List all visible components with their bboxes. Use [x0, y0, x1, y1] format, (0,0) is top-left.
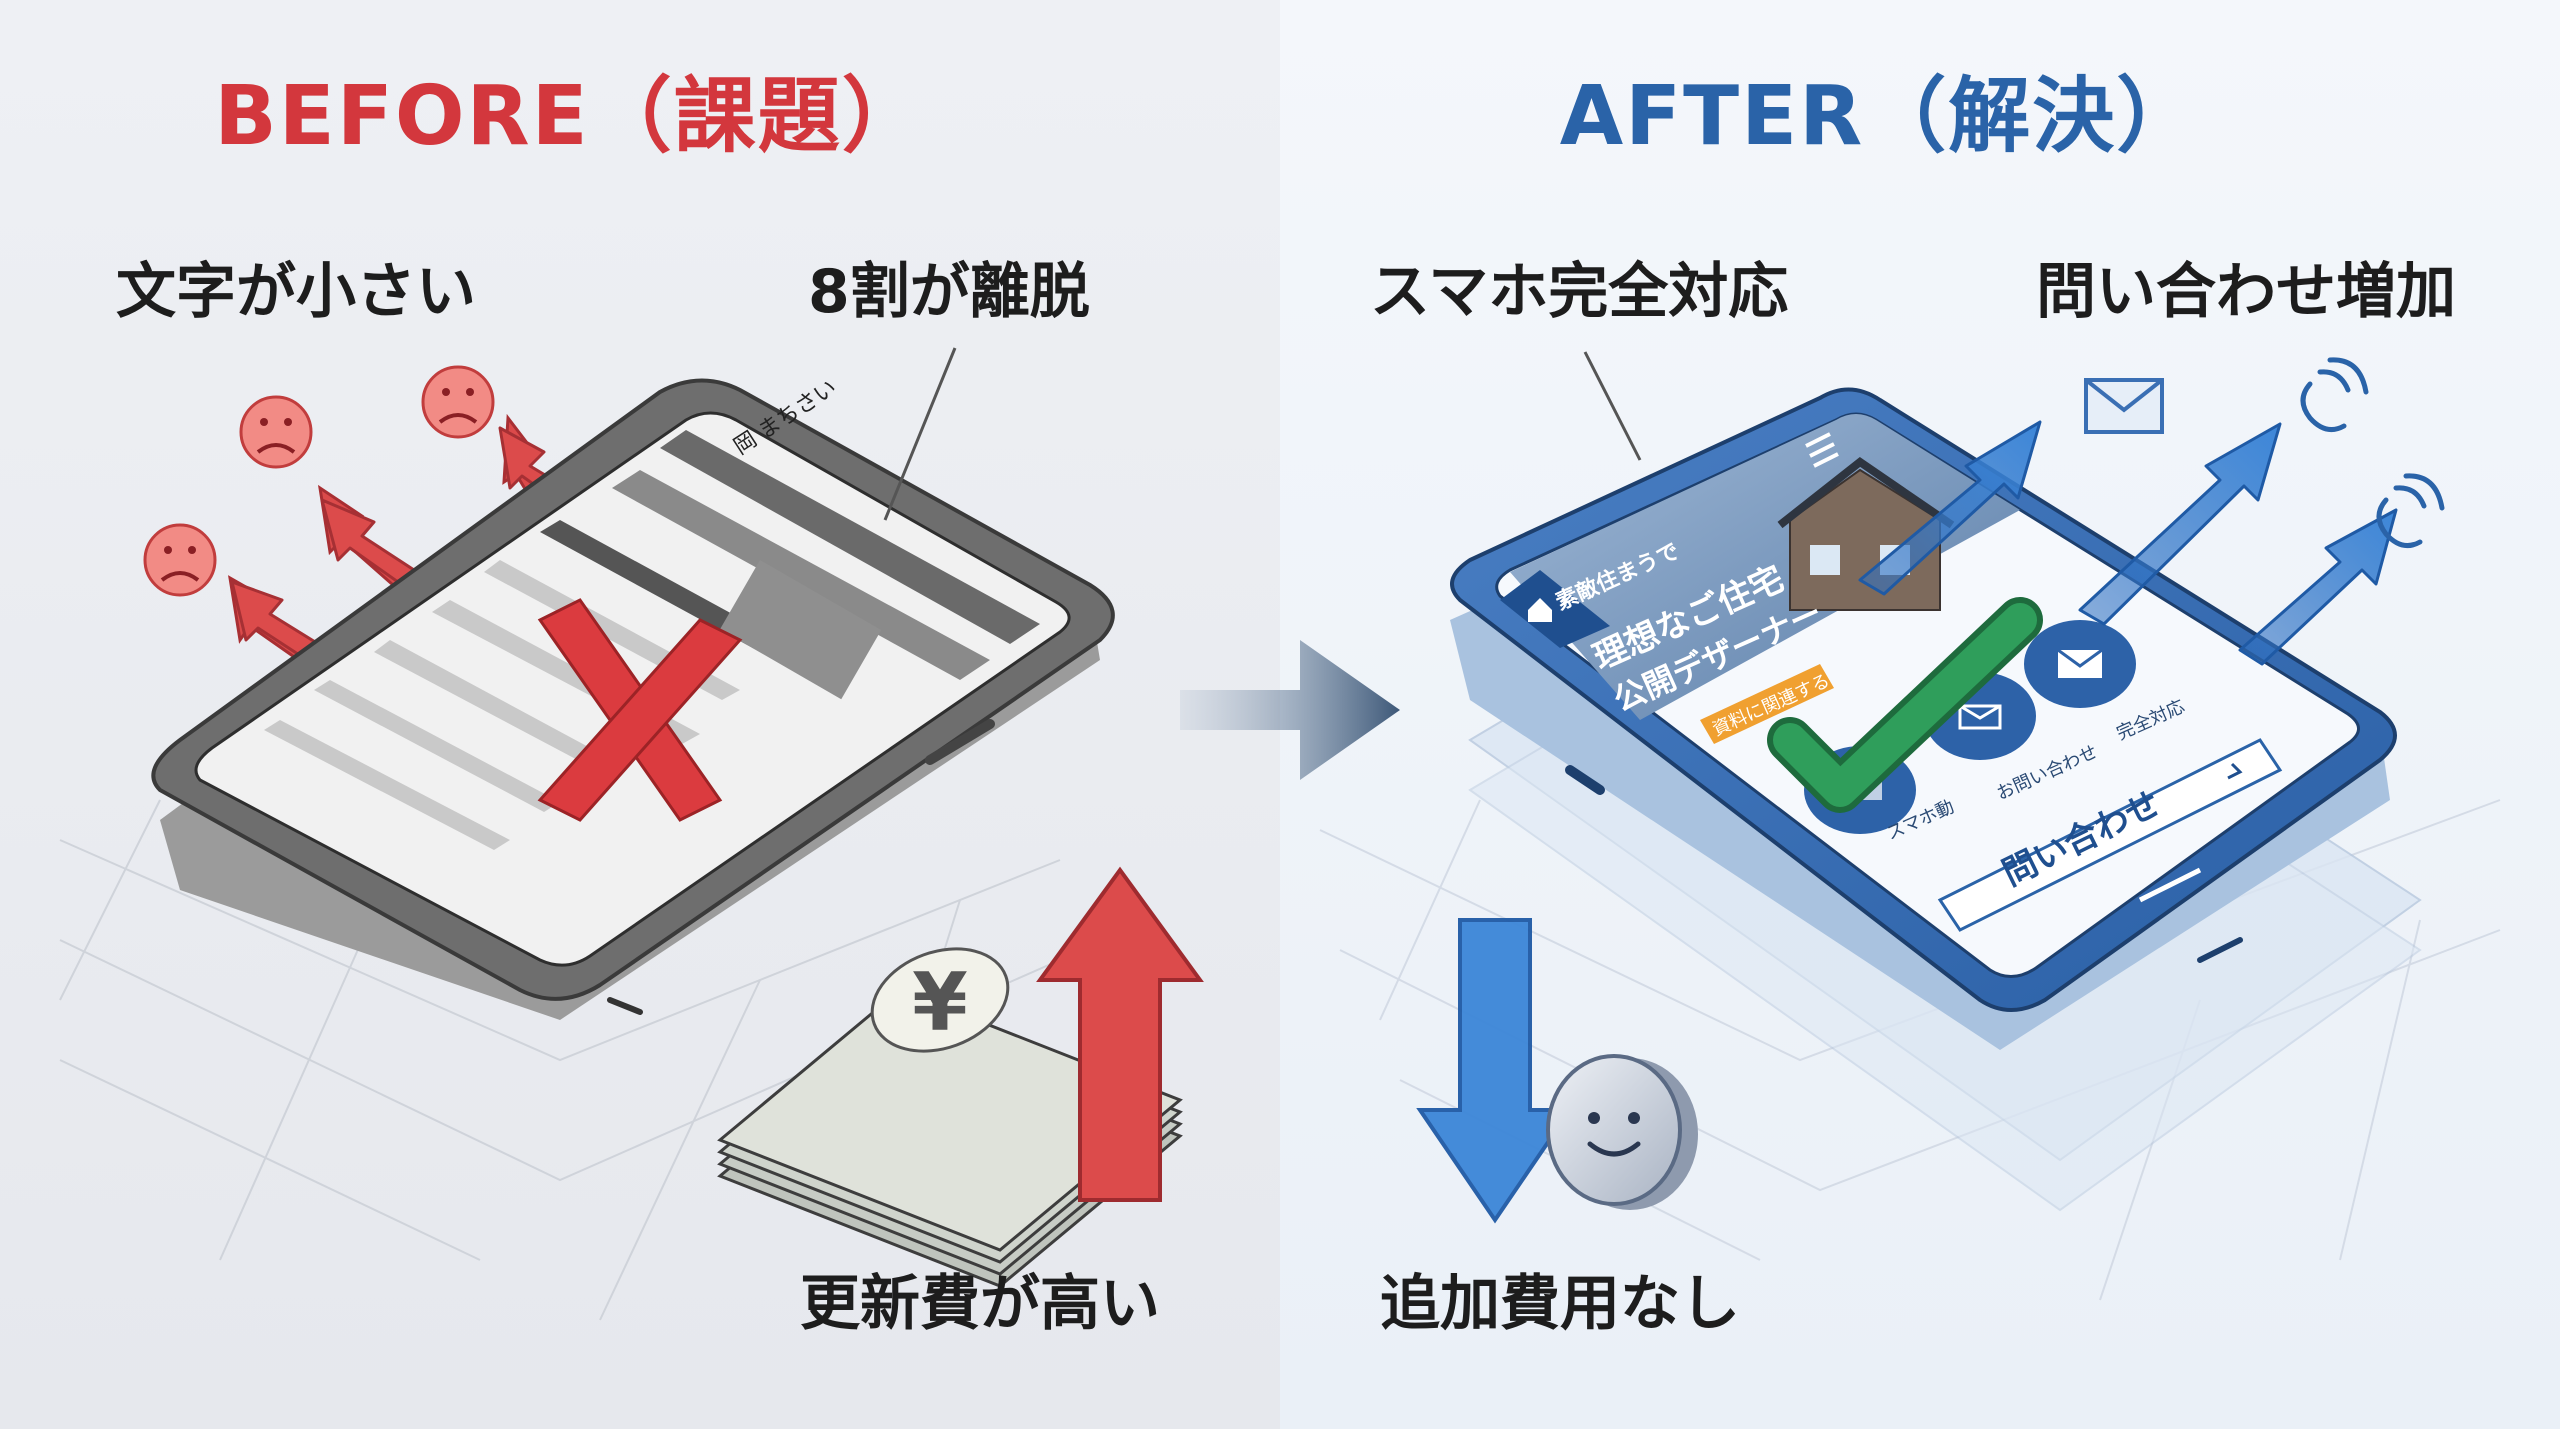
menu-icon [1805, 432, 1839, 468]
label-no-extra-cost: 追加費用なし [1380, 1269, 1740, 1339]
after-heading: AFTER（解決） [1559, 69, 2201, 164]
phone-icon [2300, 357, 2369, 433]
sad-face-icon [239, 395, 313, 469]
sad-face-icon [421, 365, 495, 439]
phone-icon [2376, 473, 2445, 549]
sad-face-icon [143, 523, 217, 597]
bounce-callout-line [883, 347, 957, 521]
smiley-coin-icon [1546, 1054, 1698, 1210]
yen-symbol: ¥ [912, 956, 968, 1049]
label-mobile-ready: スマホ完全対応 [1370, 257, 1789, 327]
home-icon [1528, 598, 1552, 622]
envelope-icon [2024, 620, 2136, 708]
label-renewal-cost: 更新費が高い [800, 1269, 1160, 1339]
envelope-icon [2084, 378, 2164, 434]
right-arrow-icon [1180, 640, 1400, 780]
label-bounce: 8割が離脱 [808, 257, 1090, 327]
label-inquiries-up: 問い合わせ増加 [2036, 257, 2456, 327]
before-phone: 岡 まちさい [151, 347, 1115, 1020]
check-icon [1767, 597, 2043, 813]
after-phone: 素敵住まうで 理想なご住宅 公開デザーナー 資料に関連する [1450, 351, 2397, 1050]
label-small-text: 文字が小さい [116, 257, 476, 327]
chevron-right-icon [2227, 762, 2243, 780]
before-heading: BEFORE（課題） [214, 69, 926, 164]
mobile-callout-line [1583, 351, 1642, 461]
arrow-down-icon [1416, 918, 1574, 1224]
after-blue-arrows [1858, 420, 2398, 666]
arrow-up-icon [1036, 866, 1204, 1202]
cross-icon [537, 598, 743, 822]
yen-banknote-icon: ¥ [717, 947, 1183, 1288]
